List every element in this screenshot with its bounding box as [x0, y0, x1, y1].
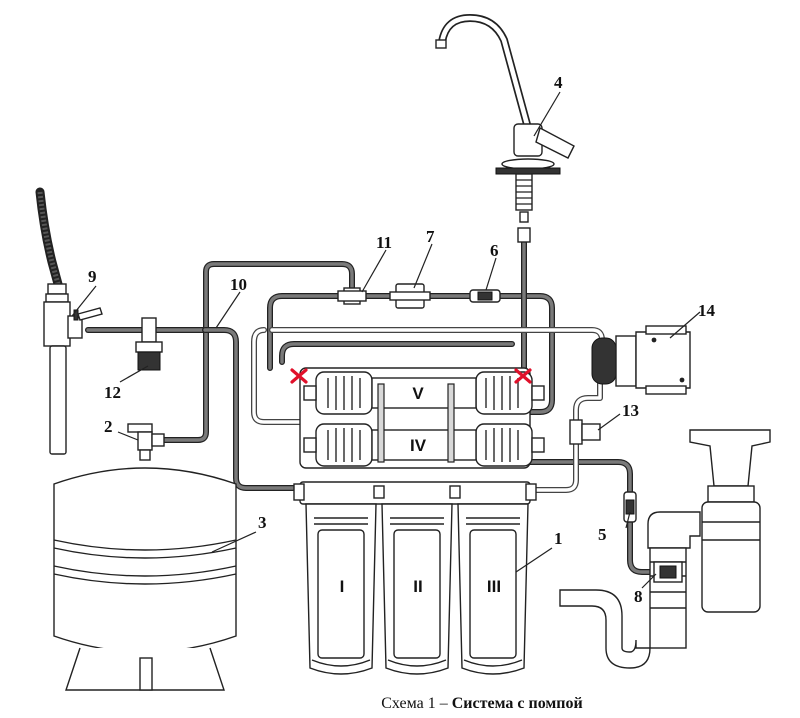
tee-fitting-11 [337, 287, 367, 305]
storage-tank-3 [53, 467, 237, 691]
blocked-port-markers [290, 368, 532, 384]
label-2: 2 [104, 417, 113, 436]
stage-label-i: I [340, 577, 345, 596]
stage-label-ii: II [413, 577, 422, 596]
faucet-4 [435, 13, 575, 243]
stage-label-iv: IV [410, 436, 427, 455]
pump-14 [591, 325, 691, 395]
feed-valve-9 [35, 187, 103, 455]
label-14: 14 [698, 301, 716, 320]
tank-valve-2 [127, 423, 165, 461]
label-11: 11 [376, 233, 392, 252]
drain-siphon [559, 429, 771, 669]
label-7: 7 [426, 227, 435, 246]
label-3: 3 [258, 513, 267, 532]
label-10: 10 [230, 275, 247, 294]
label-6: 6 [490, 241, 499, 260]
label-8: 8 [634, 587, 643, 606]
label-1: 1 [554, 529, 563, 548]
label-9: 9 [88, 267, 97, 286]
tubing [85, 237, 657, 575]
caption-title: Система с помпой [452, 695, 583, 712]
leader-lines [71, 91, 701, 589]
pressure-switch-13 [569, 419, 601, 445]
check-valve-6 [469, 289, 501, 303]
diagram-caption: Схема 1 – Система с помпой [381, 695, 582, 712]
label-4: 4 [554, 73, 563, 92]
prefilter-housings: I II III [293, 481, 537, 675]
post-filter-block: V IV [299, 367, 545, 469]
label-12: 12 [104, 383, 121, 402]
flow-restrictor-5 [623, 491, 637, 523]
tee-fitting-12 [135, 317, 163, 371]
valve-7 [389, 283, 431, 309]
stage-label-iii: III [487, 577, 501, 596]
callout-labels: 1 2 3 4 5 6 7 8 9 10 11 12 13 14 [88, 73, 716, 606]
label-13: 13 [622, 401, 639, 420]
label-5: 5 [598, 525, 607, 544]
stage-label-v: V [412, 384, 424, 403]
caption-prefix: Схема 1 – [381, 695, 452, 712]
